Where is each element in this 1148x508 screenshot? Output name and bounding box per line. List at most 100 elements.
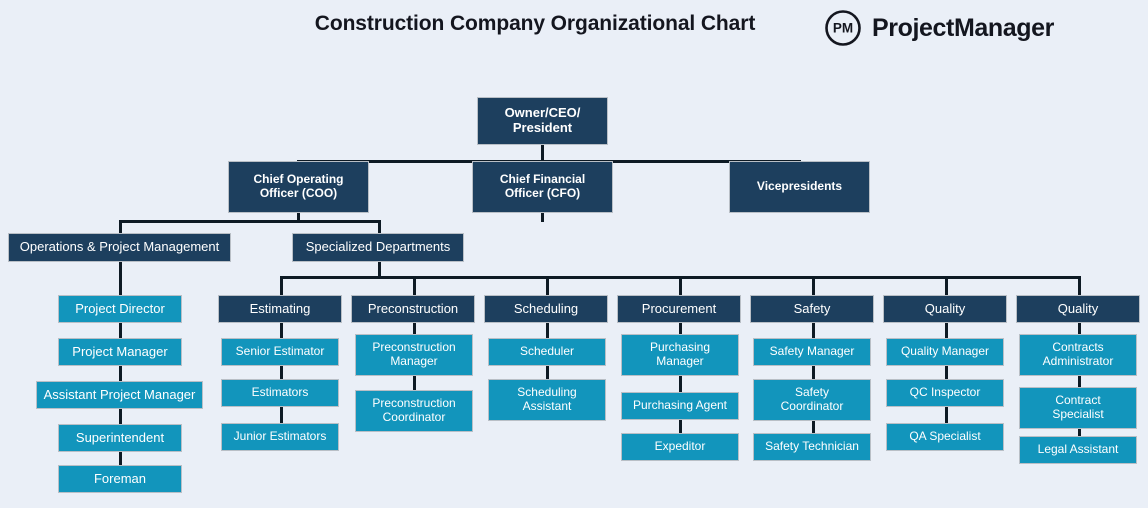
org-node-safetytech[interactable]: Safety Technician	[753, 433, 871, 461]
connector-line	[546, 276, 549, 296]
org-node-purchagent[interactable]: Purchasing Agent	[621, 392, 739, 420]
org-node-label: Specialized Departments	[305, 239, 451, 255]
org-node-label: Safety Manager	[769, 344, 855, 359]
connector-line	[679, 322, 682, 335]
org-node-projdir[interactable]: Project Director	[58, 295, 182, 323]
org-node-qcinspect[interactable]: QC Inspector	[886, 379, 1004, 407]
org-node-quality2[interactable]: Quality	[1016, 295, 1140, 323]
svg-text:PM: PM	[833, 21, 853, 36]
org-node-label: Estimators	[251, 385, 309, 400]
org-node-precon[interactable]: Preconstruction	[351, 295, 475, 323]
brand-name: ProjectManager	[872, 13, 1054, 42]
org-node-label: Estimating	[249, 300, 311, 316]
org-node-procurement[interactable]: Procurement	[617, 295, 741, 323]
connector-line	[119, 262, 122, 296]
org-node-label: Superintendent	[75, 429, 165, 445]
connector-line	[812, 322, 815, 339]
connector-line	[119, 322, 122, 339]
org-node-label: Vicepresidents	[756, 179, 843, 194]
org-node-scheduling[interactable]: Scheduling	[484, 295, 608, 323]
org-node-label: Senior Estimator	[235, 344, 325, 359]
org-node-label: Foreman	[93, 470, 147, 486]
connector-line	[413, 322, 416, 335]
connector-line	[119, 220, 122, 234]
org-node-quality[interactable]: Quality	[883, 295, 1007, 323]
org-node-safety[interactable]: Safety	[750, 295, 874, 323]
org-node-scheduler[interactable]: Scheduler	[488, 338, 606, 366]
connector-line	[812, 420, 815, 434]
connector-line	[1078, 276, 1081, 296]
org-node-jrest[interactable]: Junior Estimators	[221, 423, 339, 451]
connector-line	[945, 365, 948, 380]
org-node-label: Procurement	[641, 300, 717, 316]
connector-line	[378, 220, 381, 234]
connector-line	[945, 322, 948, 339]
org-node-foreman[interactable]: Foreman	[58, 465, 182, 493]
connector-line	[679, 419, 682, 434]
connector-line	[280, 322, 283, 339]
connector-line	[119, 408, 122, 425]
org-node-projmgr[interactable]: Project Manager	[58, 338, 182, 366]
connector-line	[812, 365, 815, 380]
org-node-label: Safety Technician	[765, 439, 859, 454]
org-node-safetymgr[interactable]: Safety Manager	[753, 338, 871, 366]
connector-line	[679, 375, 682, 393]
org-node-label: Quality Manager	[900, 344, 990, 359]
connector-line	[541, 213, 544, 222]
org-node-ops[interactable]: Operations & Project Management	[8, 233, 231, 262]
org-node-estimators[interactable]: Estimators	[221, 379, 339, 407]
connector-line	[945, 276, 948, 296]
org-node-vp[interactable]: Vicepresidents	[729, 161, 870, 213]
connector-line	[280, 406, 283, 424]
org-node-label: Assistant Project Manager	[43, 386, 196, 402]
connector-line	[812, 276, 815, 296]
connector-line	[1078, 428, 1081, 437]
pm-circle-logo-icon: PM	[825, 10, 861, 46]
connector-line	[1078, 375, 1081, 388]
connector-line	[541, 145, 544, 162]
org-node-qualitymgr[interactable]: Quality Manager	[886, 338, 1004, 366]
org-node-estimating[interactable]: Estimating	[218, 295, 342, 323]
org-node-asstpm[interactable]: Assistant Project Manager	[36, 381, 203, 409]
org-node-specdept[interactable]: Specialized Departments	[292, 233, 464, 262]
connector-line	[679, 276, 682, 296]
connector-line	[280, 365, 283, 380]
connector-line	[413, 276, 416, 296]
org-node-label: Safety	[793, 300, 831, 316]
org-node-label: Project Manager	[72, 343, 168, 359]
org-node-qaspec[interactable]: QA Specialist	[886, 423, 1004, 451]
org-node-expeditor[interactable]: Expeditor	[621, 433, 739, 461]
org-node-label: Operations & Project Management	[19, 239, 220, 255]
org-node-label: Quality	[1057, 300, 1099, 316]
org-node-legalasst[interactable]: Legal Assistant	[1019, 436, 1137, 464]
connector-line	[945, 406, 948, 424]
org-node-sreste[interactable]: Senior Estimator	[221, 338, 339, 366]
page-title: Construction Company Organizational Char…	[314, 12, 756, 35]
connector-line	[378, 262, 381, 278]
org-node-ceo[interactable]: Owner/CEO/President	[477, 97, 608, 145]
org-node-label: Scheduling	[513, 300, 579, 316]
org-node-super[interactable]: Superintendent	[58, 424, 182, 452]
connector-line	[280, 276, 283, 296]
org-node-label: Expeditor	[654, 439, 706, 454]
org-node-label: Preconstruction	[367, 300, 459, 316]
connector-line	[119, 220, 379, 223]
